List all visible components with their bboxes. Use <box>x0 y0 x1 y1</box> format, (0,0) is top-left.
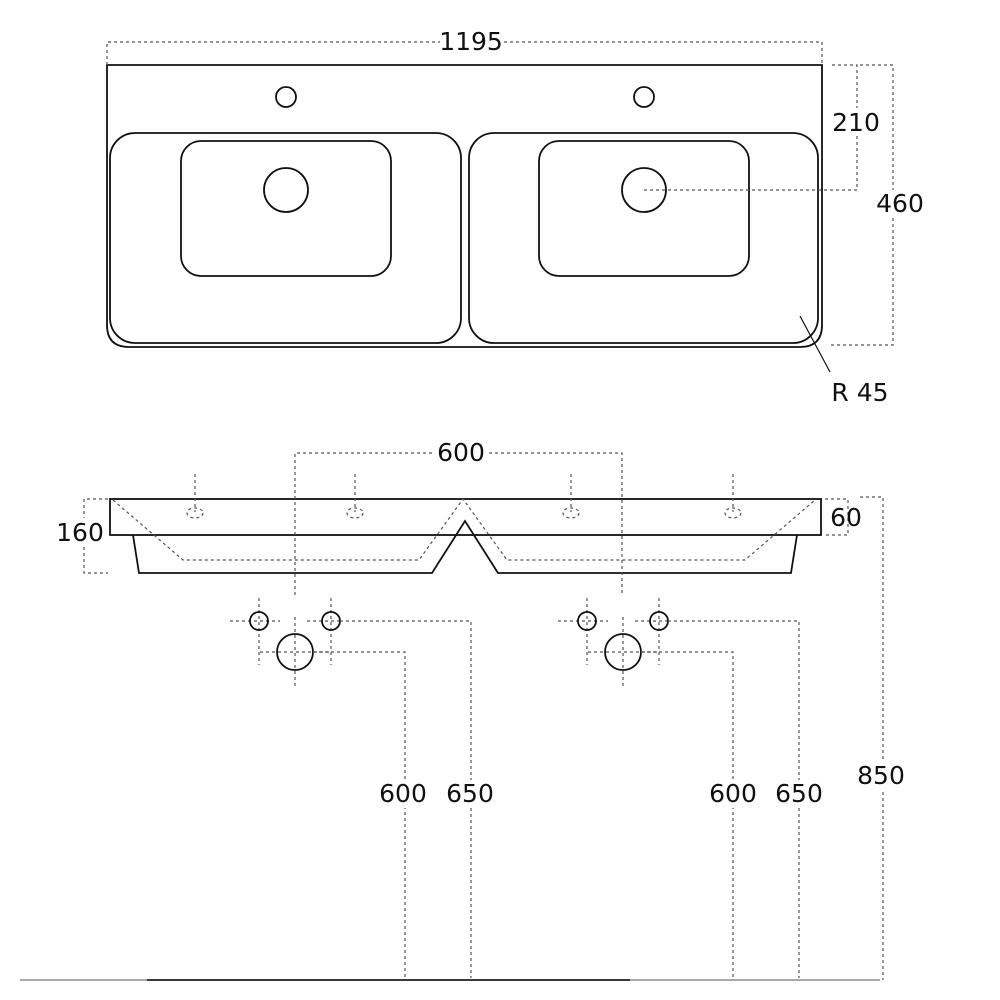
height-dimension-label: 160 <box>56 518 104 547</box>
tap-holes-hidden <box>186 474 742 519</box>
width-dimension-label: 1195 <box>439 27 503 56</box>
spacing-dimension-line <box>294 452 623 595</box>
tap-drain-dimension-line <box>644 64 858 191</box>
tap-drain-dimension-label: 210 <box>832 108 880 137</box>
left-drain-height-label: 600 <box>379 779 427 808</box>
spacing-dimension-label: 600 <box>437 438 485 467</box>
countertop-slab <box>109 498 822 536</box>
left-supply-height-label: 650 <box>446 779 494 808</box>
radius-label: R 45 <box>831 378 888 407</box>
front-view: 600 160 60 850 600 650 600 <box>20 438 908 981</box>
waste-outlet-right <box>604 633 642 671</box>
left-drain <box>263 167 309 213</box>
right-drain-height-label: 600 <box>709 779 757 808</box>
tap-hole-right <box>633 86 655 108</box>
bowl-hidden-profile <box>112 497 816 561</box>
top-view: 1195 210 460 R 45 <box>106 27 926 407</box>
hot-supply-right <box>577 611 597 631</box>
waste-outlet-left <box>276 633 314 671</box>
right-supply-height-label: 650 <box>775 779 823 808</box>
right-drain <box>621 167 667 213</box>
left-bowl <box>180 140 392 277</box>
install-height-dimension-line <box>860 496 884 980</box>
hot-supply-left <box>249 611 269 631</box>
radius-leader-line <box>799 315 831 373</box>
tap-hole-left <box>275 86 297 108</box>
depth-dimension-label: 460 <box>876 189 924 218</box>
bowl-profile <box>132 519 798 574</box>
left-wall-fixtures: 600 650 <box>230 598 498 978</box>
right-bowl <box>538 140 750 277</box>
left-basin-area <box>109 132 462 344</box>
install-height-label: 850 <box>857 761 905 790</box>
depth-dimension-line <box>830 64 894 346</box>
right-wall-fixtures: 600 650 <box>558 598 826 978</box>
right-basin-area <box>468 132 819 344</box>
basin-outline <box>106 64 823 348</box>
thickness-dimension-label: 60 <box>830 503 862 532</box>
